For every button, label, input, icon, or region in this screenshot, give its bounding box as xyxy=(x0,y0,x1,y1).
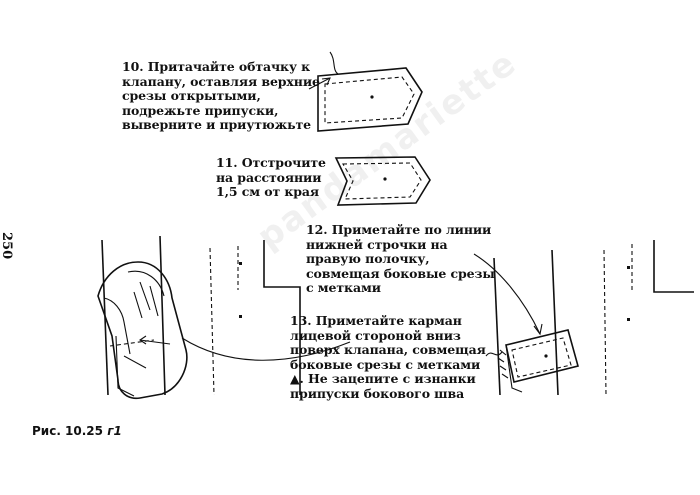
right-garment-illustration xyxy=(473,240,694,396)
step-13-text: Приметайте карман лицевой стороной вниз … xyxy=(290,313,486,401)
step-10-number: 10. xyxy=(122,59,144,74)
figure-caption-suffix: г1 xyxy=(107,424,122,438)
topstitched-flap-illustration xyxy=(334,156,431,206)
flap-facing-illustration xyxy=(308,51,423,132)
step-11-number: 11. xyxy=(216,155,238,170)
step-12: 12. Приметайте по линии нижней строчки н… xyxy=(306,222,496,296)
step-10-text: Притачайте обтачку к клапану, оставляя в… xyxy=(122,59,320,132)
step-13: 13. Приметайте карман лицевой стороной в… xyxy=(290,313,490,401)
step-12-text: Приметайте по линии нижней строчки на пр… xyxy=(306,222,495,295)
left-garment-illustration xyxy=(97,235,351,400)
step-11-text: Отстрочите на расстоянии 1,5 см от края xyxy=(216,155,326,199)
figure-caption: Рис. 10.25 г1 xyxy=(32,424,122,438)
step-10: 10. Притачайте обтачку к клапану, оставл… xyxy=(122,59,322,133)
step-12-number: 12. xyxy=(306,222,328,237)
figure-caption-prefix: Рис. 10.25 xyxy=(32,424,104,438)
step-11: 11. Отстрочите на расстоянии 1,5 см от к… xyxy=(216,155,346,200)
